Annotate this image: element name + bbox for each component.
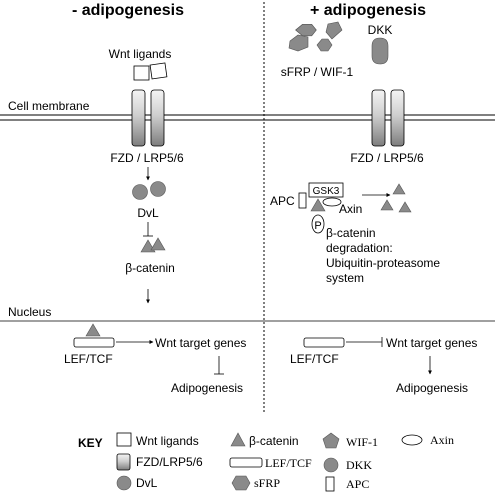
key-axin-icon xyxy=(401,434,423,446)
fzd-receptor-shape xyxy=(371,89,386,147)
key-wif1-label: WIF-1 xyxy=(346,435,378,449)
beta-catenin-bound-shape xyxy=(85,323,101,337)
key-wnt-ligands-icon xyxy=(116,432,132,447)
phospho-ellipse xyxy=(311,214,325,234)
degraded-beta-catenin xyxy=(380,199,394,211)
key-fzd-icon xyxy=(116,453,131,471)
axin-shape xyxy=(322,197,342,207)
key-apc-label: APC xyxy=(346,477,369,491)
fzd-lrp-label-left: FZD / LRP5/6 xyxy=(110,151,184,165)
key-dkk-label: DKK xyxy=(346,458,372,472)
key-lef-tcf-label: LEF/TCF xyxy=(265,456,312,470)
apc-label: APC xyxy=(270,194,295,208)
lrp-receptor-shape xyxy=(150,89,165,147)
key-beta-catenin-label: β-catenin xyxy=(249,434,299,448)
beta-catenin-complex-shape xyxy=(310,198,326,212)
key-fzd-label: FZD/LRP5/6 xyxy=(136,455,203,469)
apc-shape xyxy=(298,192,307,209)
key-dvl-label: DvL xyxy=(136,476,158,490)
phospho-label: P xyxy=(314,220,321,232)
sfrp-shape xyxy=(316,38,333,52)
key-dkk-icon xyxy=(323,457,339,473)
nucleus-label: Nucleus xyxy=(8,305,51,319)
degraded-beta-catenin xyxy=(398,201,412,213)
cell-membrane-label: Cell membrane xyxy=(8,99,90,113)
degradation-line-4: system xyxy=(326,271,364,285)
wnt-ligand-shape xyxy=(149,62,168,80)
key-apc-icon xyxy=(325,476,335,492)
lrp-receptor-shape xyxy=(390,89,405,147)
dvl-shape xyxy=(150,181,166,197)
wnt-ligands-label: Wnt ligands xyxy=(109,47,172,61)
beta-catenin-label: β-catenin xyxy=(125,261,175,275)
degraded-beta-catenin xyxy=(392,183,406,195)
dkk-shape xyxy=(371,37,389,65)
wif1-shape xyxy=(325,21,343,40)
degradation-line-3: Ubiquitin-proteasome xyxy=(326,256,440,270)
adipogenesis-left: Adipogenesis xyxy=(171,381,243,395)
dvl-label: DvL xyxy=(137,206,159,220)
axin-label: Axin xyxy=(339,202,362,216)
right-panel-title: + adipogenesis xyxy=(310,2,426,19)
beta-catenin-shape xyxy=(150,237,166,251)
key-wif1-icon xyxy=(322,432,340,449)
key-sfrp-icon xyxy=(231,475,251,491)
wnt-ligand-shape xyxy=(133,65,150,81)
key-beta-catenin-icon xyxy=(230,432,246,447)
key-title: KEY xyxy=(78,436,103,450)
left-panel-title: - adipogenesis xyxy=(72,2,184,19)
gsk3-label: GSK3 xyxy=(313,186,340,197)
key-lef-tcf-icon xyxy=(229,457,263,468)
sfrp-shape xyxy=(295,23,317,37)
adipogenesis-right: Adipogenesis xyxy=(396,381,468,395)
degradation-line-2: degradation: xyxy=(326,241,393,255)
key-sfrp-label: sFRP xyxy=(254,476,280,490)
fzd-receptor-shape xyxy=(131,89,146,147)
key-legend: KEY Wnt ligands FZD/LRP5/6 DvL β-catenin… xyxy=(78,432,454,492)
wnt-target-genes-left: Wnt target genes xyxy=(155,336,246,350)
fzd-lrp-label-right: FZD / LRP5/6 xyxy=(350,151,424,165)
lef-tcf-label-right: LEF/TCF xyxy=(290,352,339,366)
degradation-line-1: β-catenin xyxy=(326,226,376,240)
wif1-shape xyxy=(288,34,309,52)
gsk3-box xyxy=(308,182,344,198)
dkk-label: DKK xyxy=(368,23,393,37)
wnt-target-genes-right: Wnt target genes xyxy=(386,336,477,350)
lef-tcf-label-left: LEF/TCF xyxy=(64,352,113,366)
lef-tcf-shape-left xyxy=(73,337,115,348)
sfrp-wif1-label: sFRP / WIF-1 xyxy=(281,65,354,79)
key-axin-label: Axin xyxy=(430,433,454,447)
dvl-shape xyxy=(132,184,148,200)
lef-tcf-shape-right xyxy=(303,337,345,348)
key-dvl-icon xyxy=(116,475,132,491)
key-wnt-ligands-label: Wnt ligands xyxy=(136,434,199,448)
